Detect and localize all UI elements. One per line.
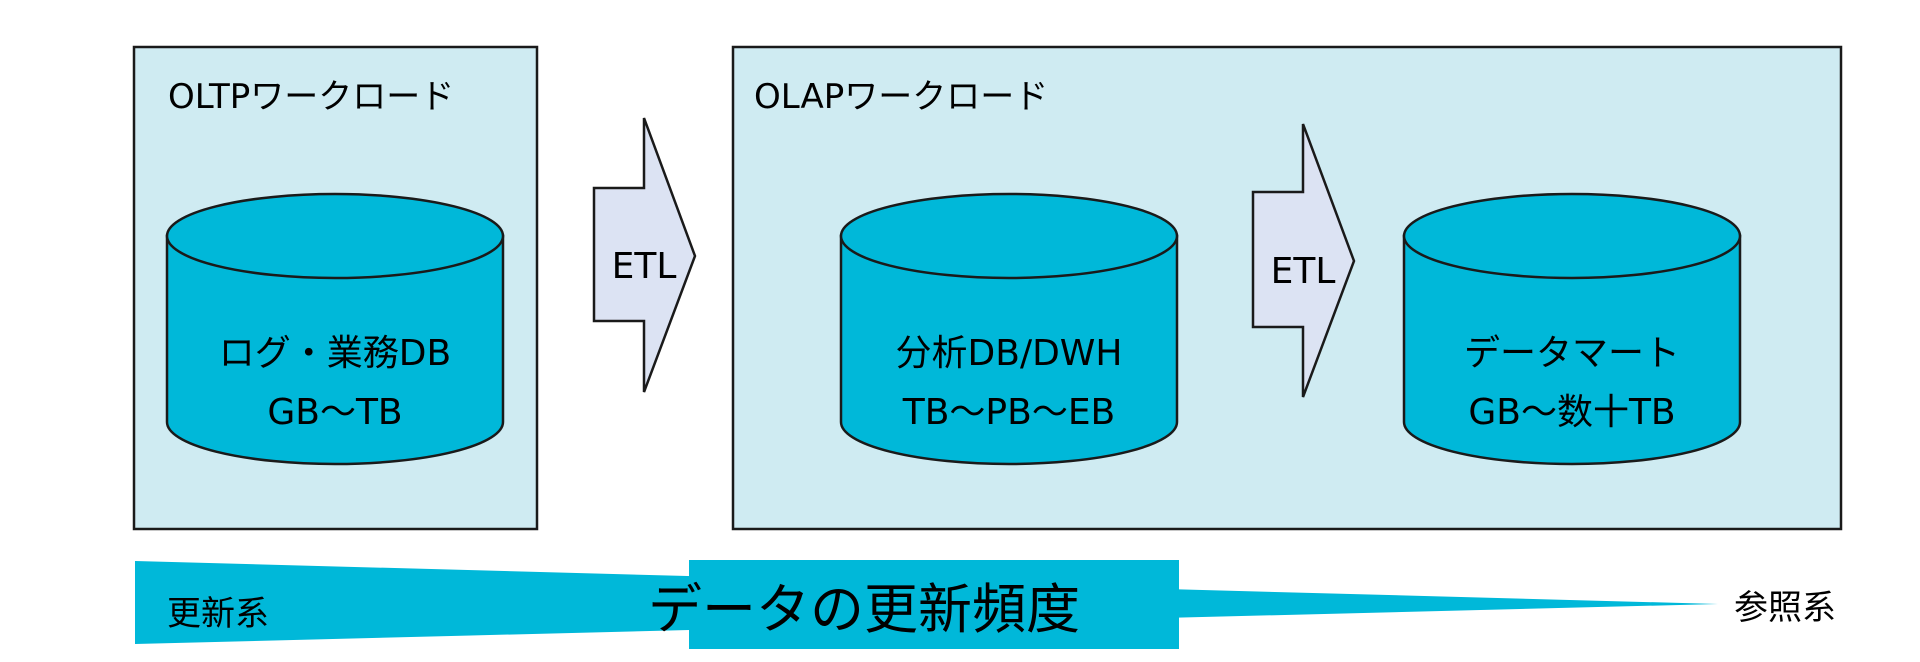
oltp-db-label-line1: ログ・業務DB [219, 333, 451, 374]
oltp-database-cylinder: ログ・業務DB GB～TB [165, 192, 505, 466]
datamart-label-line2: GB～数十TB [1468, 392, 1675, 433]
olap-panel: OLAPワークロード 分析DB/DWH TB～PB～EB ETL データマート … [731, 45, 1843, 531]
oltp-cylinder-top [165, 192, 505, 280]
etl-arrow-2-label: ETL [1271, 251, 1336, 292]
dwh-label-line1: 分析DB/DWH [896, 333, 1123, 374]
etl-arrow-2-shape [1251, 123, 1356, 398]
dwh-cylinder-body [839, 234, 1179, 466]
oltp-db-label-line2: GB～TB [267, 392, 402, 433]
oltp-panel-title: OLTPワークロード [168, 77, 454, 117]
oltp-panel: OLTPワークロード ログ・業務DB GB～TB [132, 45, 539, 531]
etl-arrow-1-label: ETL [612, 246, 677, 287]
dwh-cylinder-top [839, 192, 1179, 280]
etl-arrow-1-shape [592, 117, 697, 393]
datamart-cylinder-top [1402, 192, 1742, 280]
dwh-database-cylinder: 分析DB/DWH TB～PB～EB [839, 192, 1179, 466]
etl-arrow-2: ETL [1251, 123, 1356, 398]
frequency-center-banner [689, 560, 1179, 649]
olap-panel-title: OLAPワークロード [754, 77, 1048, 117]
frequency-left-label: 更新系 [167, 594, 269, 634]
datamart-label-line1: データマート [1464, 333, 1680, 374]
datamart-cylinder: データマート GB～数十TB [1402, 192, 1742, 466]
etl-arrow-1: ETL [592, 117, 697, 393]
frequency-center-label: データの更新頻度 [648, 578, 1080, 641]
frequency-right-label: 参照系 [1734, 588, 1836, 628]
dwh-label-line2: TB～PB～EB [902, 392, 1116, 433]
datamart-cylinder-body [1402, 234, 1742, 466]
oltp-cylinder-body [165, 234, 505, 466]
update-frequency-bar: データの更新頻度 更新系 参照系 [135, 560, 1836, 649]
